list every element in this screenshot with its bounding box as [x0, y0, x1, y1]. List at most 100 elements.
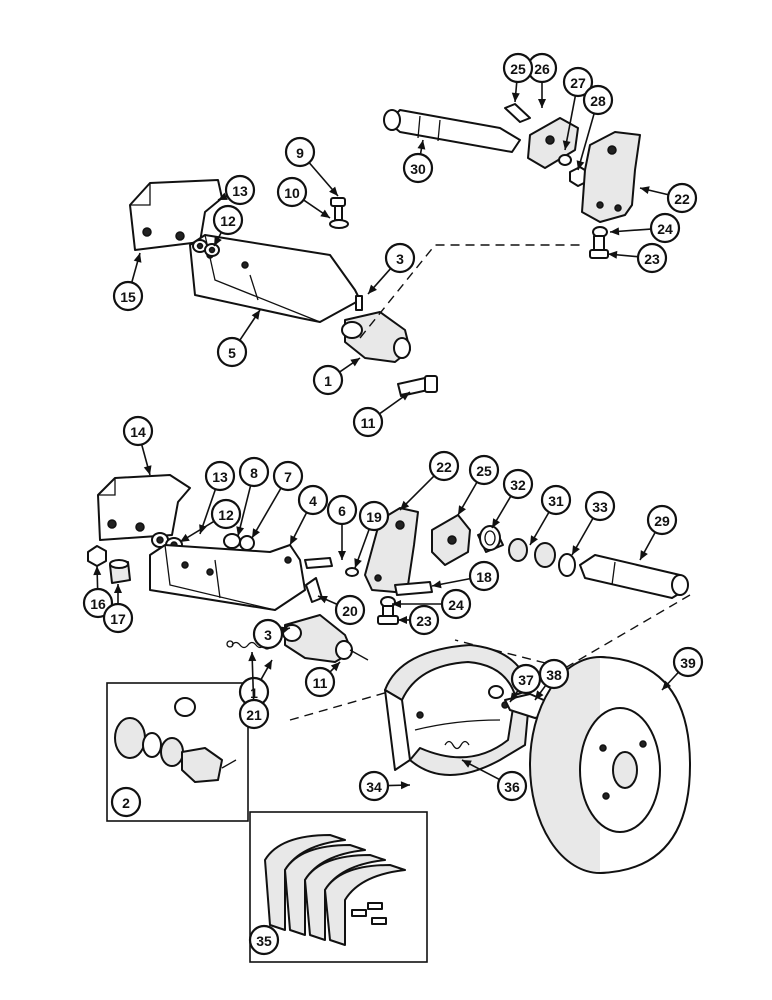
callout-number: 15 [120, 289, 136, 305]
callout-circle [122, 415, 154, 447]
callout-number: 7 [284, 469, 292, 485]
callout-circle [584, 490, 616, 522]
callout-circle [352, 406, 384, 438]
callout-arrowhead [576, 160, 585, 170]
callout-arrowhead [392, 600, 401, 608]
callout-arrowhead [417, 140, 426, 150]
pin-6 [304, 557, 333, 569]
callout-30: 30 [402, 139, 434, 184]
callout-8: 8 [236, 456, 270, 537]
callout-arrowhead [511, 92, 520, 102]
callout-arrowhead [318, 595, 328, 604]
callout-arrowhead [252, 528, 260, 538]
callout-1: 1 [312, 357, 361, 396]
callout-number: 25 [510, 61, 526, 77]
callout-number: 11 [361, 415, 376, 431]
callout-35: 35 [248, 924, 280, 956]
washer-38 [488, 685, 504, 699]
callout-7: 7 [251, 460, 304, 539]
callout-number: 26 [534, 61, 550, 77]
snap-ring-33 [558, 553, 576, 577]
callout-arrowhead [180, 533, 190, 542]
callout-circle [272, 460, 304, 492]
callout-circle [468, 454, 500, 486]
callout-circle [102, 602, 134, 634]
callout-circle [210, 498, 242, 530]
callout-12: 12 [179, 498, 242, 543]
callout-arrowhead [133, 253, 142, 263]
callout-arrowhead [290, 535, 298, 545]
callout-number: 13 [232, 183, 248, 199]
washer-pair-upper [192, 239, 220, 257]
pin-26 [504, 103, 531, 123]
callout-number: 33 [592, 499, 608, 515]
callout-number: 22 [436, 459, 452, 475]
callout-circle [402, 152, 434, 184]
callout-25: 25 [457, 454, 500, 516]
callout-arrowhead [114, 584, 122, 593]
callout-number: 28 [590, 93, 606, 109]
callout-37: 37 [509, 663, 542, 703]
bushing-32 [477, 525, 504, 553]
callout-number: 34 [366, 779, 382, 795]
callout-arrowhead [330, 662, 340, 672]
callout-circle [82, 587, 114, 619]
wheel-cylinder-housing-lower [149, 544, 306, 611]
callout-circle [110, 786, 142, 818]
pin-18 [394, 581, 433, 596]
callout-arrowhead [400, 392, 410, 401]
callout-21: 21 [238, 651, 270, 730]
screw-9 [330, 197, 346, 221]
callout-number: 25 [476, 463, 492, 479]
washer-8 [223, 533, 241, 549]
assembly-line-lower-left [289, 689, 396, 721]
callout-number: 9 [296, 145, 304, 161]
callout-arrowhead [492, 518, 501, 528]
callout-number: 36 [504, 779, 520, 795]
callout-25: 25 [502, 52, 534, 103]
fitting-20 [305, 577, 323, 603]
callout-circle [428, 450, 460, 482]
callout-number: 4 [309, 493, 317, 509]
cam-lever-lower [431, 514, 471, 566]
callout-arrowhead [572, 545, 580, 555]
callout-arrowhead [610, 227, 620, 236]
callout-number: 30 [410, 161, 426, 177]
callout-circle [468, 560, 500, 592]
callout-circle [582, 84, 614, 116]
shaft-29 [579, 554, 689, 599]
callout-arrowhead [400, 500, 410, 510]
callout-arrowhead [214, 236, 222, 246]
bushings-31 [508, 538, 556, 568]
callout-circle [212, 204, 244, 236]
callout-number: 10 [284, 185, 300, 201]
callout-circle [238, 698, 270, 730]
callout-19: 19 [354, 500, 390, 569]
callout-14: 14 [122, 415, 154, 476]
callout-arrowhead [264, 660, 272, 670]
callout-circle [252, 618, 284, 650]
callout-circle [112, 280, 144, 312]
callout-leader [577, 113, 595, 171]
callout-arrowhead [458, 505, 466, 515]
callout-number: 38 [546, 667, 562, 683]
callout-39: 39 [661, 646, 704, 691]
callout-circle [276, 176, 308, 208]
callout-31: 31 [529, 484, 572, 546]
callout-number: 12 [220, 213, 236, 229]
callout-circle [540, 484, 572, 516]
callout-2: 2 [110, 786, 142, 818]
callout-arrowhead [400, 781, 410, 790]
callout-22: 22 [639, 182, 698, 214]
callout-number: 23 [416, 613, 432, 629]
callout-9: 9 [284, 136, 339, 197]
callout-number: 14 [130, 424, 146, 440]
shaft-30 [383, 109, 521, 153]
callout-arrowhead [432, 580, 442, 589]
callout-13: 13 [199, 460, 236, 535]
callout-number: 1 [324, 373, 332, 389]
callout-23: 23 [607, 242, 668, 274]
callout-arrowhead [538, 99, 546, 108]
callout-number: 11 [313, 675, 328, 691]
